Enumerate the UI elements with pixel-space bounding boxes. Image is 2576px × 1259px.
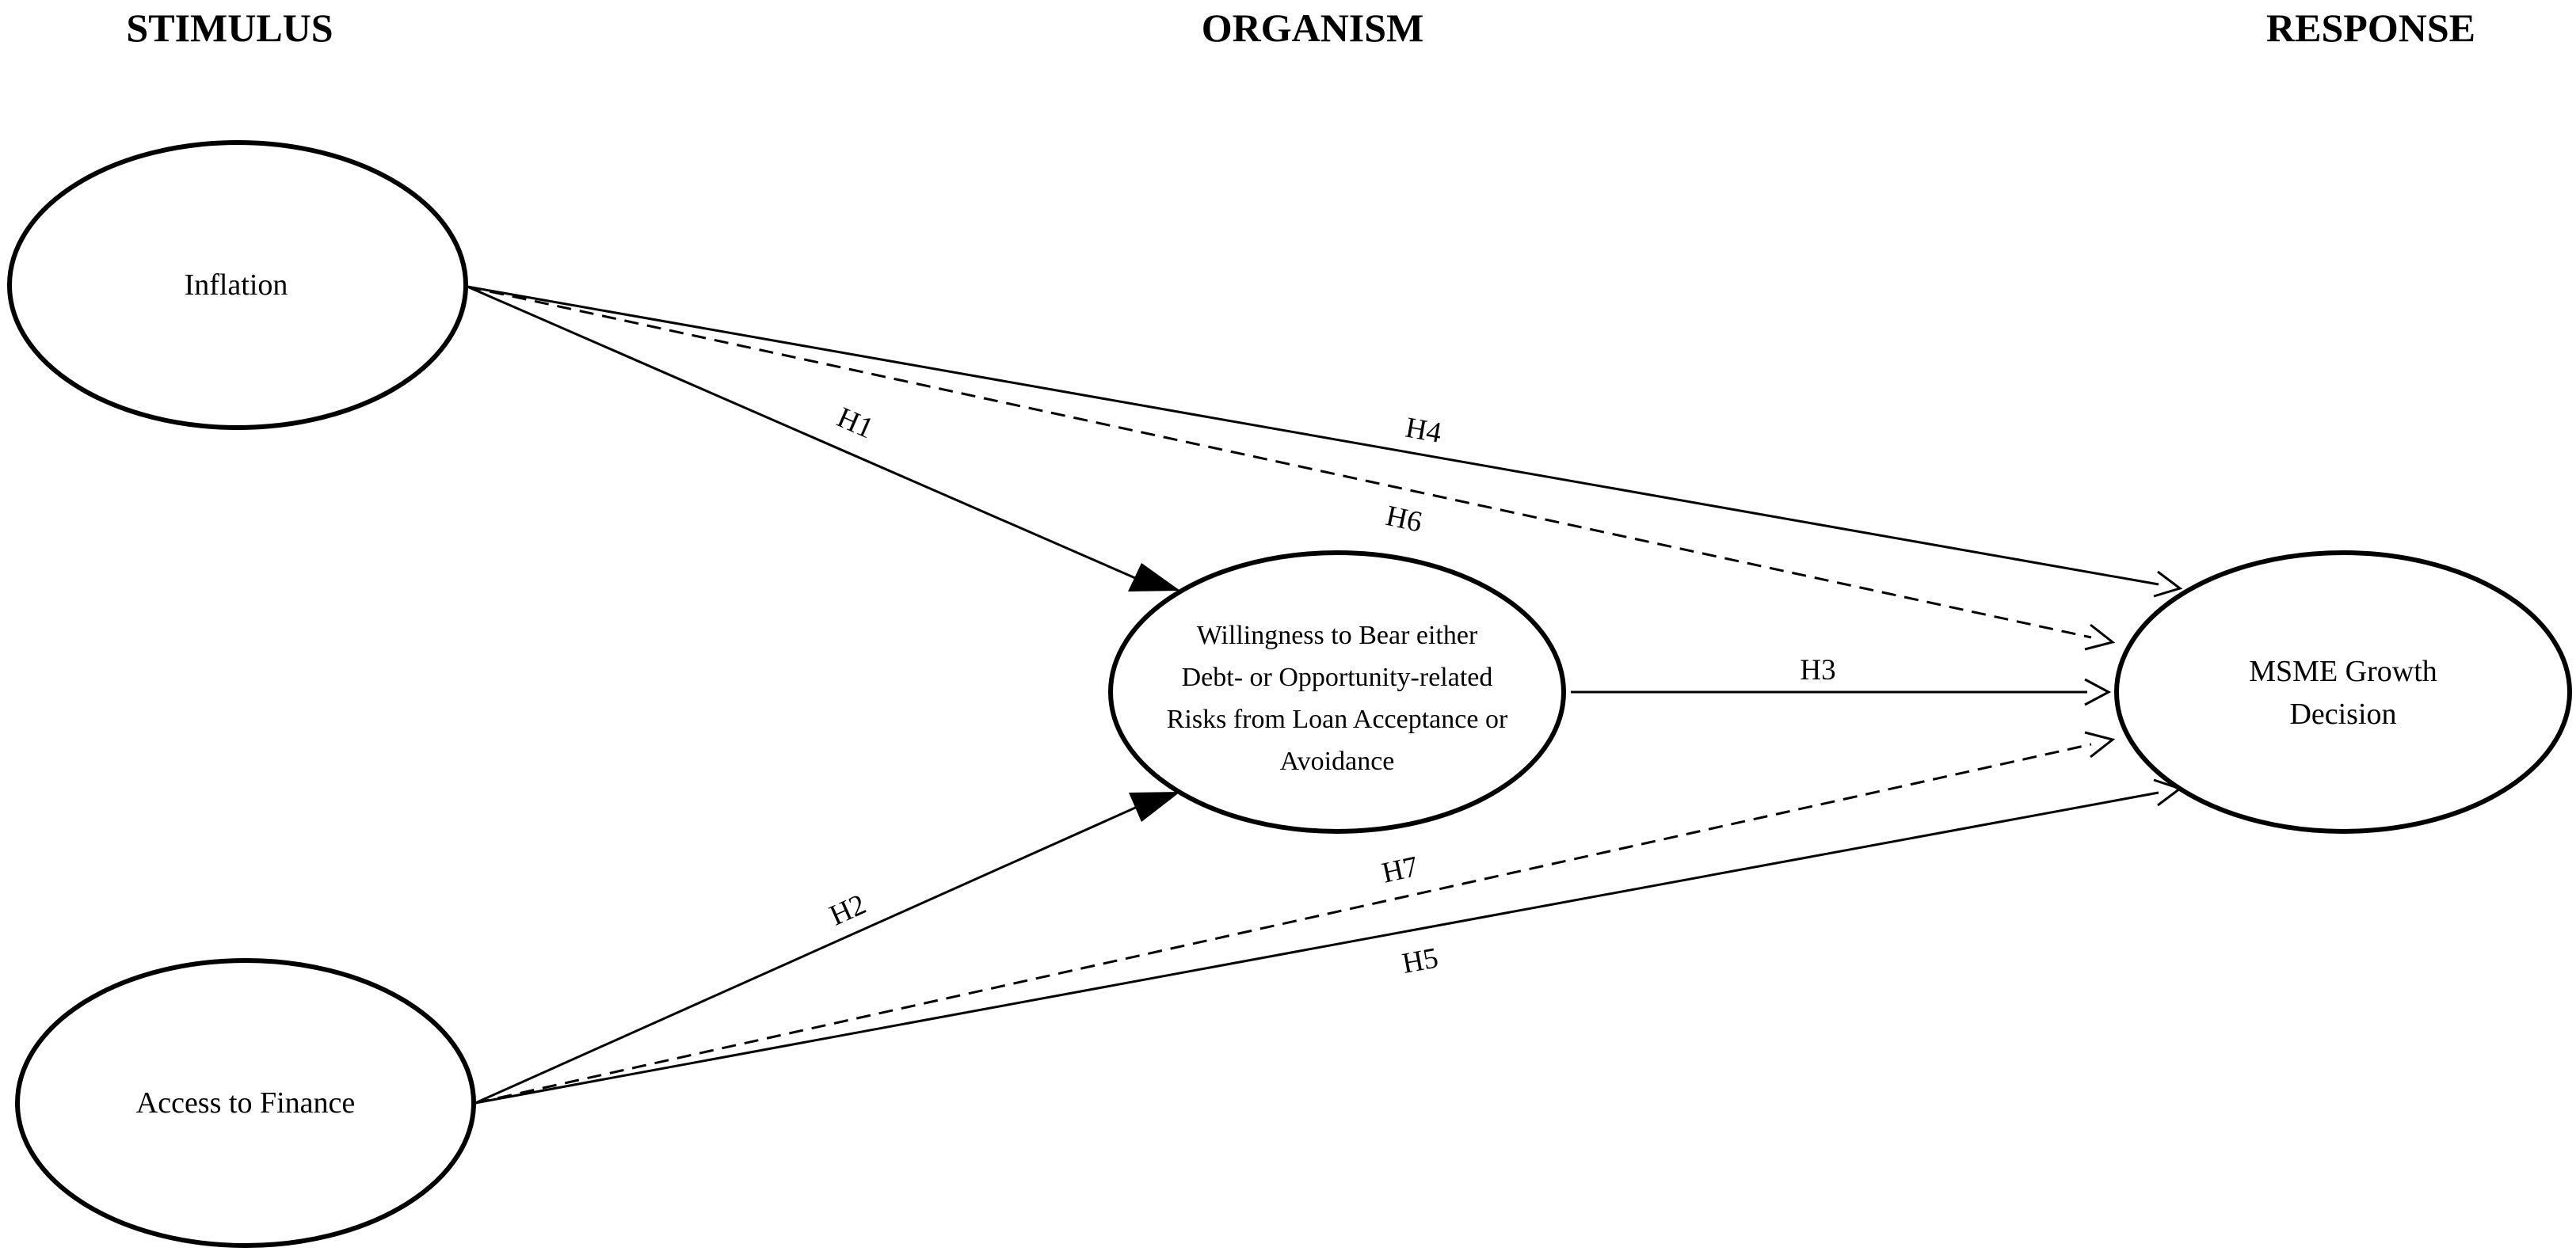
node-msme-growth: MSME Growth Decision (2114, 550, 2572, 834)
edge-label-h6: H6 (1383, 500, 1425, 539)
node-inflation-shape (7, 140, 468, 430)
node-msme-shape (2114, 550, 2572, 834)
header-response: RESPONSE (2266, 6, 2475, 50)
node-willingness: Willingness to Bear either Debt- or Oppo… (1108, 550, 1566, 834)
edge-label-h7: H7 (1379, 850, 1421, 890)
arrowhead-h4 (2153, 570, 2183, 598)
node-willingness-line-1: Willingness to Bear either (1197, 621, 1478, 650)
node-access-shape (15, 958, 476, 1248)
arrowhead-h6 (2084, 623, 2116, 651)
edges (467, 285, 2183, 1105)
node-msme-line-2: Decision (2289, 698, 2396, 731)
node-willingness-line-3: Risks from Loan Acceptance or (1167, 705, 1508, 734)
node-willingness-line-2: Debt- or Opportunity-related (1182, 663, 1493, 692)
header-stimulus: STIMULUS (126, 6, 333, 50)
edge-h4 (467, 285, 2159, 586)
edge-label-h2: H2 (825, 888, 871, 933)
edge-h7 (474, 743, 2092, 1105)
node-willingness-line-4: Avoidance (1280, 747, 1395, 776)
edge-h1 (467, 285, 1141, 582)
node-inflation-label: Inflation (185, 268, 288, 302)
edge-label-h3: H3 (1800, 654, 1835, 687)
edge-h2 (474, 804, 1141, 1105)
node-willingness-shape (1108, 550, 1566, 834)
arrowhead-h7 (2084, 731, 2116, 759)
node-msme-line-1: MSME Growth (2249, 655, 2437, 688)
node-access-to-finance: Access to Finance (15, 958, 476, 1248)
edge-h5 (474, 791, 2159, 1105)
edge-label-h1: H1 (833, 401, 878, 446)
edge-label-h5: H5 (1400, 941, 1441, 980)
node-inflation: Inflation (7, 140, 468, 430)
edge-label-h4: H4 (1403, 412, 1444, 450)
arrowhead-h2 (1129, 792, 1180, 822)
arrowhead-h1 (1128, 563, 1180, 591)
edge-h6 (467, 285, 2092, 639)
node-access-label: Access to Finance (136, 1086, 355, 1120)
arrowhead-h3 (2084, 678, 2112, 706)
header-organism: ORGANISM (1202, 6, 1424, 50)
